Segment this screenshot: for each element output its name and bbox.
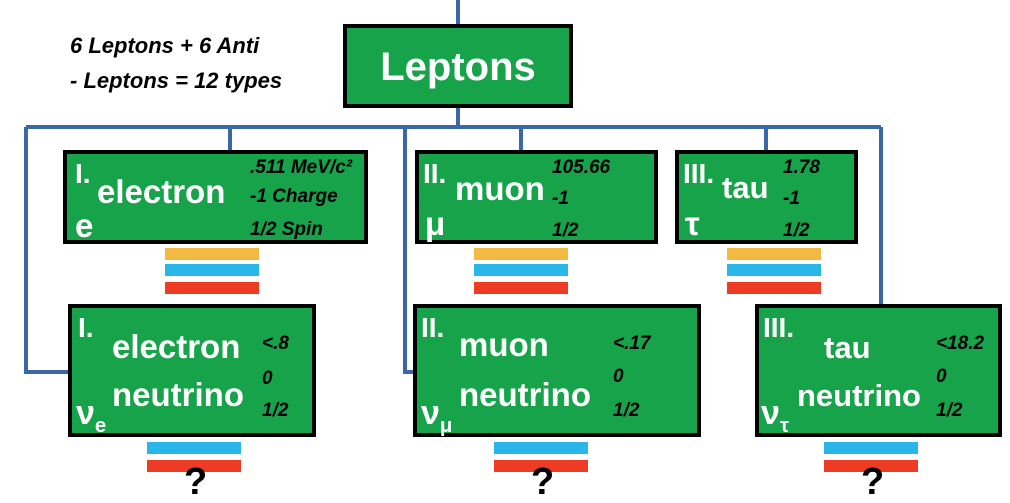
red-bar <box>824 460 918 472</box>
particle-name-line1: tau <box>824 330 871 365</box>
spin-value: 1/2 <box>262 400 289 421</box>
generation-label: II. <box>421 312 445 343</box>
muon-neutrino-link <box>403 127 413 374</box>
particle-name-line1: muon <box>459 326 549 363</box>
spin-value: 1/2 <box>613 400 640 421</box>
particle-symbol: νμ <box>421 396 452 436</box>
red-bar <box>474 282 568 294</box>
red-bar <box>494 460 588 472</box>
spin-value: 1/2 Spin <box>250 219 323 240</box>
generation-label: II. <box>423 158 447 189</box>
root-label: Leptons <box>380 45 536 89</box>
unknown-mark: ? <box>184 461 208 503</box>
red-bar <box>165 282 259 294</box>
blue-bar <box>824 442 918 454</box>
spin-value: 1/2 <box>552 220 579 241</box>
mass-value: <.8 <box>262 333 289 354</box>
muon-neutrino-box: II. muon neutrino νμ <.17 0 1/2 <box>413 304 701 437</box>
particle-symbol: μ <box>425 205 446 242</box>
particle-name-line2: neutrino <box>459 376 591 413</box>
charge-value: 0 <box>613 366 624 387</box>
particle-name: electron <box>97 173 226 210</box>
particle-name: muon <box>455 170 545 207</box>
charge-value: 0 <box>936 366 947 387</box>
particle-name-line2: neutrino <box>112 376 244 413</box>
symbol-subscript: e <box>94 414 107 437</box>
particle-symbol: e <box>75 207 94 244</box>
generation-label: III. <box>763 312 795 343</box>
mass-value: <18.2 <box>936 333 985 354</box>
spin-value: 1/2 <box>783 220 810 241</box>
generation-label: I. <box>78 312 94 343</box>
particle-symbol: νe <box>76 396 106 436</box>
particle-name-line1: electron <box>112 328 241 365</box>
yellow-bar <box>727 248 821 260</box>
note-line-1: 6 Leptons + 6 Anti <box>70 33 260 58</box>
symbol-subscript: τ <box>779 414 790 437</box>
particle-name: tau <box>722 170 769 205</box>
charge-value: 0 <box>262 368 273 389</box>
blue-bar <box>474 264 568 276</box>
yellow-bar <box>165 248 259 260</box>
particle-symbol: τ <box>685 205 700 242</box>
blue-bar <box>147 442 241 454</box>
blue-bar <box>494 442 588 454</box>
tau-box: III. tau τ 1.78 -1 1/2 <box>675 150 858 244</box>
electron-neutrino-link <box>24 127 70 374</box>
electron-box: I. electron e .511 MeV/c² -1 Charge 1/2 … <box>63 150 368 244</box>
blue-bar <box>165 264 259 276</box>
charge-value: -1 <box>552 188 569 209</box>
nu-symbol: ν <box>421 394 440 432</box>
blue-bar <box>727 264 821 276</box>
mass-value: 105.66 <box>552 157 611 178</box>
charge-value: -1 Charge <box>250 186 338 207</box>
nu-symbol: ν <box>76 394 95 432</box>
muon-box: II. muon μ 105.66 -1 1/2 <box>415 150 658 244</box>
mass-value: .511 MeV/c² <box>250 157 353 178</box>
generation-label: III. <box>683 158 715 189</box>
red-bar <box>727 282 821 294</box>
electron-neutrino-box: I. electron neutrino νe <.8 0 1/2 <box>68 304 316 437</box>
particle-symbol: ντ <box>761 396 789 436</box>
particle-name-line2: neutrino <box>797 378 921 413</box>
charge-value: -1 <box>783 188 800 209</box>
generation-label: I. <box>75 158 91 189</box>
yellow-bar <box>474 248 568 260</box>
mass-value: <.17 <box>613 333 651 354</box>
tau-neutrino-box: III. tau neutrino ντ <18.2 0 1/2 <box>755 304 1002 437</box>
nu-symbol: ν <box>761 394 780 432</box>
spin-value: 1/2 <box>936 400 963 421</box>
mass-value: 1.78 <box>783 157 820 178</box>
unknown-mark: ? <box>531 461 555 503</box>
unknown-mark: ? <box>861 461 885 503</box>
note-line-2: - Leptons = 12 types <box>70 68 283 93</box>
red-bar <box>147 460 241 472</box>
leptons-root-box: Leptons <box>343 24 573 108</box>
lepton-count-note: 6 Leptons + 6 Anti - Leptons = 12 types <box>70 33 282 94</box>
symbol-subscript: μ <box>439 414 453 437</box>
